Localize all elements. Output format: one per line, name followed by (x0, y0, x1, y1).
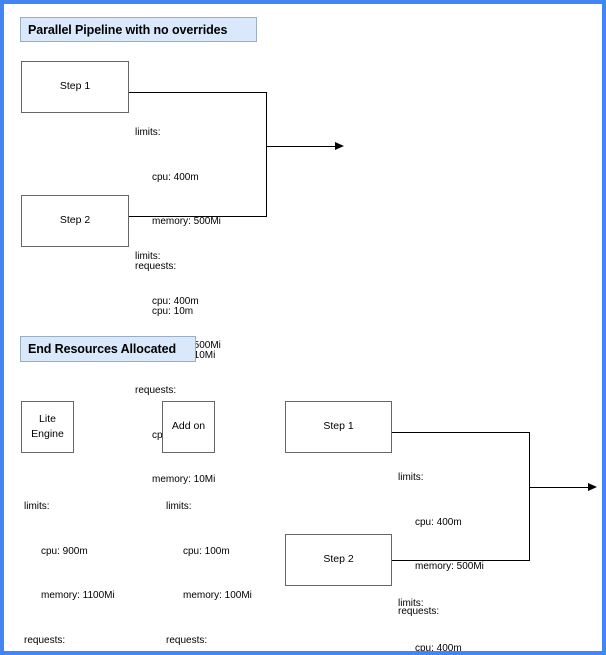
edge-bottom-junction-to-arrow (529, 487, 589, 488)
limits-label: limits: (135, 250, 161, 262)
node-add-on[interactable]: Add on (162, 401, 215, 453)
node-top-step-2[interactable]: Step 2 (21, 195, 129, 247)
limits-label: limits: (398, 597, 424, 609)
requests-label: requests: (135, 384, 177, 396)
limits-memory: memory: 1100Mi (41, 590, 115, 602)
requests-memory: memory: 10Mi (152, 474, 216, 486)
limits-memory: memory: 500Mi (152, 216, 221, 228)
limits-cpu: cpu: 400m (415, 516, 462, 528)
requests-label: requests: (135, 260, 177, 272)
edge-top-step1-to-junction (129, 92, 267, 93)
limits-cpu: cpu: 100m (183, 545, 230, 557)
edge-bottom-step1-to-junction (392, 432, 530, 433)
node-label: Step 1 (59, 80, 91, 93)
section-title-label: End Resources Allocated (28, 342, 176, 356)
node-lite-engine[interactable]: Lite Engine (21, 401, 74, 453)
node-bottom-step-1[interactable]: Step 1 (285, 401, 392, 453)
limits-memory: memory: 100Mi (183, 590, 252, 602)
requests-cpu: cpu: 10m (415, 651, 456, 652)
limits-cpu: cpu: 400m (152, 171, 199, 183)
requests-cpu: cpu: 10m (152, 305, 194, 317)
edge-top-step2-to-junction (129, 216, 267, 217)
node-label: Add on (171, 420, 206, 433)
limits-label: limits: (24, 500, 50, 512)
node-label-line2: Engine (31, 428, 64, 440)
arrow-head-icon (335, 142, 344, 150)
resources-bottom-step-2: limits: cpu: 400m memory: 500Mi requests… (398, 567, 484, 654)
node-label-line1: Lite (39, 412, 56, 425)
node-label: Step 1 (323, 420, 354, 433)
limits-memory: memory: 500Mi (415, 561, 484, 573)
edge-top-junction-vertical (266, 92, 267, 217)
limits-cpu: cpu: 900m (41, 545, 88, 557)
limits-label: limits: (166, 500, 192, 512)
edge-top-junction-to-arrow (266, 146, 336, 147)
node-top-step-1[interactable]: Step 1 (21, 61, 129, 113)
limits-cpu: cpu: 400m (152, 295, 199, 307)
arrow-head-icon (588, 483, 597, 491)
section-title-parallel-pipeline: Parallel Pipeline with no overrides (20, 17, 257, 42)
node-label: Step 2 (323, 553, 354, 566)
edge-bottom-step2-to-junction (392, 560, 530, 561)
limits-label: limits: (135, 126, 161, 138)
section-title-label: Parallel Pipeline with no overrides (28, 22, 228, 37)
resources-add-on: limits: cpu: 100m memory: 100Mi requests… (166, 470, 252, 651)
requests-label: requests: (166, 634, 208, 646)
section-title-end-resources-allocated: End Resources Allocated (20, 336, 196, 362)
resources-lite-engine: limits: cpu: 900m memory: 1100Mi request… (24, 470, 115, 651)
node-bottom-step-2[interactable]: Step 2 (285, 534, 392, 586)
limits-label: limits: (398, 471, 424, 483)
requests-label: requests: (24, 634, 66, 646)
edge-bottom-junction-vertical (529, 432, 530, 561)
requests-label: requests: (398, 605, 440, 617)
node-label: Step 2 (59, 214, 91, 227)
limits-cpu: cpu: 400m (415, 642, 462, 654)
resources-bottom-step-1: limits: cpu: 400m memory: 500Mi requests… (398, 441, 484, 652)
